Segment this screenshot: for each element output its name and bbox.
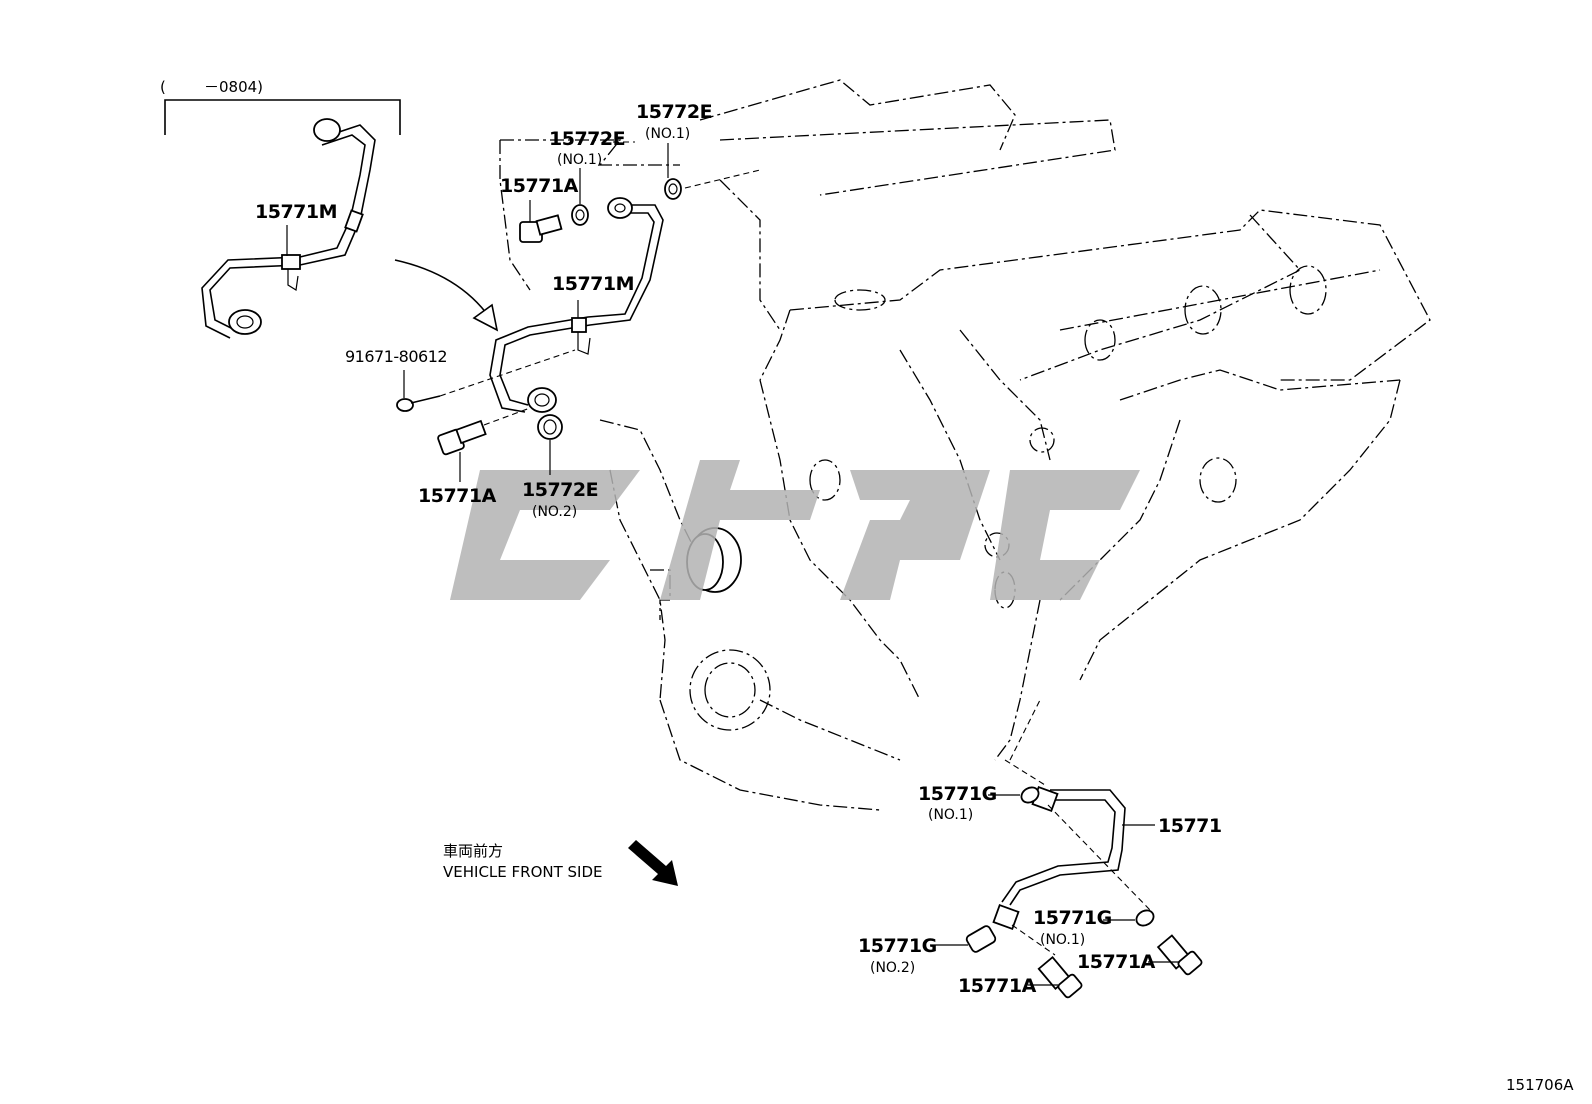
old-oil-hose (201, 118, 376, 339)
figure-code: 151706A (1506, 1076, 1574, 1094)
union-bolt-top-icon (519, 200, 563, 243)
gasket-no2-icon (537, 414, 563, 475)
label-g-no2: 15771G (858, 935, 937, 957)
label-hose-old: 15771M (255, 201, 337, 223)
label-hose-new: 15771M (552, 273, 634, 295)
label-g-no1-right: 15771G (1033, 907, 1112, 929)
label-gasket-no2: 15772E (522, 479, 598, 501)
label-bolt-bottom-right: 15771A (1077, 951, 1156, 973)
label-screw: 91671-80612 (345, 347, 447, 366)
union-bolt-bottom-left-icon (1028, 955, 1083, 999)
front-direction-arrow-icon (628, 840, 678, 886)
label-gasket-no1-b-sub: (NO.1) (645, 126, 690, 142)
gasket-no1-a-icon (571, 168, 589, 226)
label-g-no1-right-sub: (NO.1) (1040, 932, 1085, 948)
gasket-g-no1-top-icon (988, 786, 1040, 804)
label-gasket-no1-b: 15772E (636, 101, 712, 123)
label-bolt-left: 15771A (418, 485, 497, 507)
engine-outline (499, 79, 1431, 811)
union-bolt-bottom-right-icon (1148, 934, 1203, 976)
direction-note-jp: 車両前方 (443, 842, 503, 860)
union-bolt-left-icon (437, 407, 531, 482)
curved-arrow-icon (394, 259, 499, 332)
gasket-g-no2-icon (930, 925, 997, 953)
label-gasket-no1-a-sub: (NO.1) (557, 152, 602, 168)
label-bolt-top: 15771A (500, 175, 579, 197)
date-range-bracket: ( －0804) (160, 78, 401, 135)
label-gasket-no2-sub: (NO.2) (532, 504, 577, 520)
label-bolt-bottom-left: 15771A (958, 975, 1037, 997)
label-g-no1-top: 15771G (918, 783, 997, 805)
date-range-label: ( －0804) (160, 78, 263, 96)
label-tube: 15771 (1158, 815, 1222, 837)
gasket-g-no1-right-icon (1103, 909, 1155, 927)
label-g-no2-sub: (NO.2) (870, 960, 915, 976)
direction-note-en: VEHICLE FRONT SIDE (443, 863, 603, 881)
screw-icon (396, 349, 576, 412)
label-gasket-no1-a: 15772E (549, 128, 625, 150)
watermark-logo (450, 460, 1140, 600)
new-oil-hose (489, 197, 664, 413)
label-g-no1-top-sub: (NO.1) (928, 807, 973, 823)
gasket-no1-b-icon (613, 141, 761, 200)
